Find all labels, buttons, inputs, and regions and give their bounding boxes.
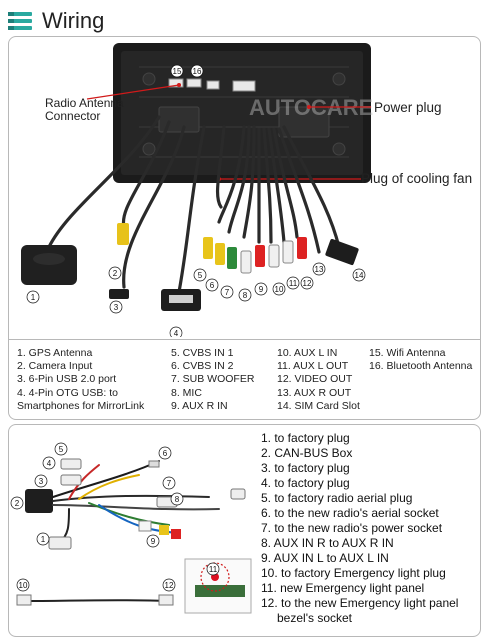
legend-column-1: 1. GPS Antenna 2. Camera Input 3. 6-Pin … — [17, 347, 145, 412]
legend-column-4: 15. Wifi Antenna 16. Bluetooth Antenna — [369, 347, 473, 373]
divider — [9, 339, 480, 340]
figure-number: 1 — [31, 293, 36, 302]
harness-number: 7 — [167, 479, 172, 488]
list-item: 3. to factory plug — [261, 461, 350, 475]
list-item: 9. AUX IN L to AUX L IN — [261, 551, 389, 565]
list-item: 10. to factory Emergency light plug — [261, 566, 446, 580]
legend-column-2: 5. CVBS IN 1 6. CVBS IN 2 7. SUB WOOFER … — [171, 347, 255, 412]
figure-number: 4 — [174, 329, 179, 337]
list-item: 4. to factory plug — [261, 476, 350, 490]
harness-number: 8 — [175, 495, 180, 504]
list-item: 8. AUX IN R to AUX R IN — [261, 536, 394, 550]
list-item: 5. to factory radio aerial plug — [261, 491, 413, 505]
figure-number: 8 — [243, 291, 248, 300]
figure-number: 7 — [225, 288, 230, 297]
cooling-fan-callout: Plug of cooling fan — [361, 171, 473, 186]
list-item: 2. CAN-BUS Box — [261, 446, 353, 460]
figure-number: 10 — [275, 285, 284, 294]
harness-number: 5 — [59, 445, 64, 454]
harness-number: 3 — [39, 477, 44, 486]
list-item: 11. new Emergency light panel — [261, 581, 425, 595]
page-title: Wiring — [42, 8, 105, 33]
harness-number: 4 — [47, 459, 52, 468]
harness-number: 9 — [151, 537, 156, 546]
list-item: 7. to the new radio's power socket — [261, 521, 443, 535]
figure-number: 2 — [113, 269, 118, 278]
list-item: 1. to factory plug — [261, 431, 350, 445]
head-unit-wiring-illustration: AUTOCARE — [21, 43, 373, 337]
figure-number: 14 — [355, 271, 364, 280]
harness-number: 10 — [19, 581, 28, 590]
figure-number: 12 — [303, 279, 312, 288]
figure-number: 13 — [315, 265, 324, 274]
harness-number: 6 — [163, 449, 168, 458]
radio-antenna-callout: Radio Antenna Connector — [45, 96, 124, 123]
figure-number: 9 — [259, 285, 264, 294]
harness-number: 11 — [209, 565, 218, 574]
figure-number: 5 — [198, 271, 203, 280]
list-item: bezel's socket — [277, 611, 352, 625]
canbus-box — [25, 489, 53, 513]
list-item: 6. to the new radio's aerial socket — [261, 506, 439, 520]
figure-number: 6 — [210, 281, 215, 290]
power-plug-callout: Power plug — [374, 100, 442, 115]
figure-number: 3 — [114, 303, 119, 312]
harness-number: 1 — [41, 535, 46, 544]
page-header: Wiring — [8, 6, 104, 36]
legend-column-3: 10. AUX L IN 11. AUX L OUT 12. VIDEO OUT… — [277, 347, 360, 412]
figure-number: 15 — [173, 67, 182, 76]
harness-panel: 1 2 3 4 5 6 7 8 9 10 11 12 1. to factory… — [8, 424, 481, 637]
harness-number: 2 — [15, 499, 20, 508]
figure-number: 16 — [193, 67, 202, 76]
list-icon — [8, 10, 32, 32]
list-item: 12. to the new Emergency light panel — [261, 596, 459, 610]
wiring-diagram-panel: AUTOCARE — [8, 36, 481, 420]
figure-number: 11 — [289, 279, 298, 288]
harness-list: 1. to factory plug 2. CAN-BUS Box 3. to … — [261, 431, 458, 626]
harness-illustration: 1 2 3 4 5 6 7 8 9 10 11 12 — [10, 442, 252, 614]
harness-number: 12 — [165, 581, 174, 590]
